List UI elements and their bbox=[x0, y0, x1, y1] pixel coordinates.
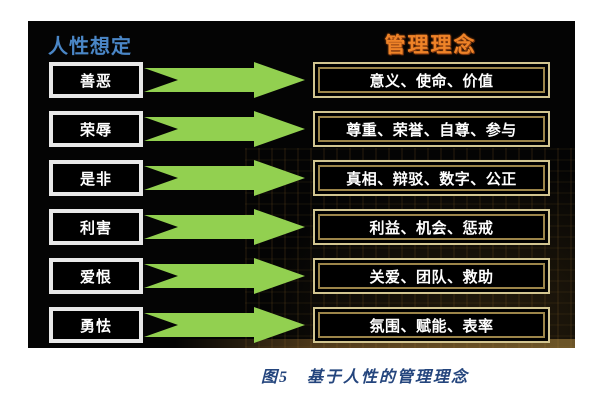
concept-label: 尊重、荣誉、自尊、参与 bbox=[346, 121, 517, 139]
concept-box: 意义、使命、价值 bbox=[313, 62, 550, 98]
assumption-box: 荣辱 bbox=[49, 111, 143, 147]
mapping-rows: 善恶 意义、使命、价值 荣辱 尊重、荣誉、自尊、参与 是非 真相、辩驳、数字、公… bbox=[49, 62, 550, 343]
concept-box: 利益、机会、惩戒 bbox=[313, 209, 550, 245]
assumption-label: 爱恨 bbox=[79, 268, 112, 286]
assumption-box: 是非 bbox=[49, 160, 143, 196]
arrow-right-icon bbox=[144, 307, 305, 343]
assumption-label: 善恶 bbox=[79, 72, 112, 90]
diagram-panel: 人性想定 管理理念 善恶 意义、使命、价值 荣辱 尊重、荣誉、自尊、参与 是非 bbox=[28, 21, 575, 348]
concept-label: 关爱、团队、救助 bbox=[369, 268, 494, 286]
assumption-label: 利害 bbox=[79, 219, 112, 237]
mapping-row: 善恶 意义、使命、价值 bbox=[49, 62, 550, 98]
arrow-right-icon bbox=[144, 209, 305, 245]
assumption-label: 是非 bbox=[79, 170, 112, 188]
concept-label: 利益、机会、惩戒 bbox=[369, 219, 494, 237]
column-header-management-concepts: 管理理念 bbox=[384, 34, 477, 57]
concept-box: 真相、辩驳、数字、公正 bbox=[313, 160, 550, 196]
mapping-row: 利害 利益、机会、惩戒 bbox=[49, 209, 550, 245]
assumption-box: 善恶 bbox=[49, 62, 143, 98]
assumption-label: 勇怯 bbox=[79, 317, 112, 335]
concept-box: 尊重、荣誉、自尊、参与 bbox=[313, 111, 550, 147]
arrow-right-icon bbox=[144, 62, 305, 98]
concept-box: 氛围、赋能、表率 bbox=[313, 307, 550, 343]
assumption-label: 荣辱 bbox=[79, 121, 112, 139]
concept-box: 关爱、团队、救助 bbox=[313, 258, 550, 294]
concept-label: 真相、辩驳、数字、公正 bbox=[346, 170, 517, 188]
assumption-box: 利害 bbox=[49, 209, 143, 245]
arrow-right-icon bbox=[144, 111, 305, 147]
mapping-row: 爱恨 关爱、团队、救助 bbox=[49, 258, 550, 294]
concept-label: 意义、使命、价值 bbox=[369, 72, 494, 90]
arrow-right-icon bbox=[144, 160, 305, 196]
background-texture-band bbox=[175, 339, 575, 348]
mapping-row: 荣辱 尊重、荣誉、自尊、参与 bbox=[49, 111, 550, 147]
mapping-row: 勇怯 氛围、赋能、表率 bbox=[49, 307, 550, 343]
arrow-right-icon bbox=[144, 258, 305, 294]
assumption-box: 爱恨 bbox=[49, 258, 143, 294]
mapping-row: 是非 真相、辩驳、数字、公正 bbox=[49, 160, 550, 196]
concept-label: 氛围、赋能、表率 bbox=[369, 317, 494, 335]
figure-caption: 图5 基于人性的管理理念 bbox=[261, 369, 470, 386]
assumption-box: 勇怯 bbox=[49, 307, 143, 343]
column-header-human-nature: 人性想定 bbox=[48, 36, 132, 58]
